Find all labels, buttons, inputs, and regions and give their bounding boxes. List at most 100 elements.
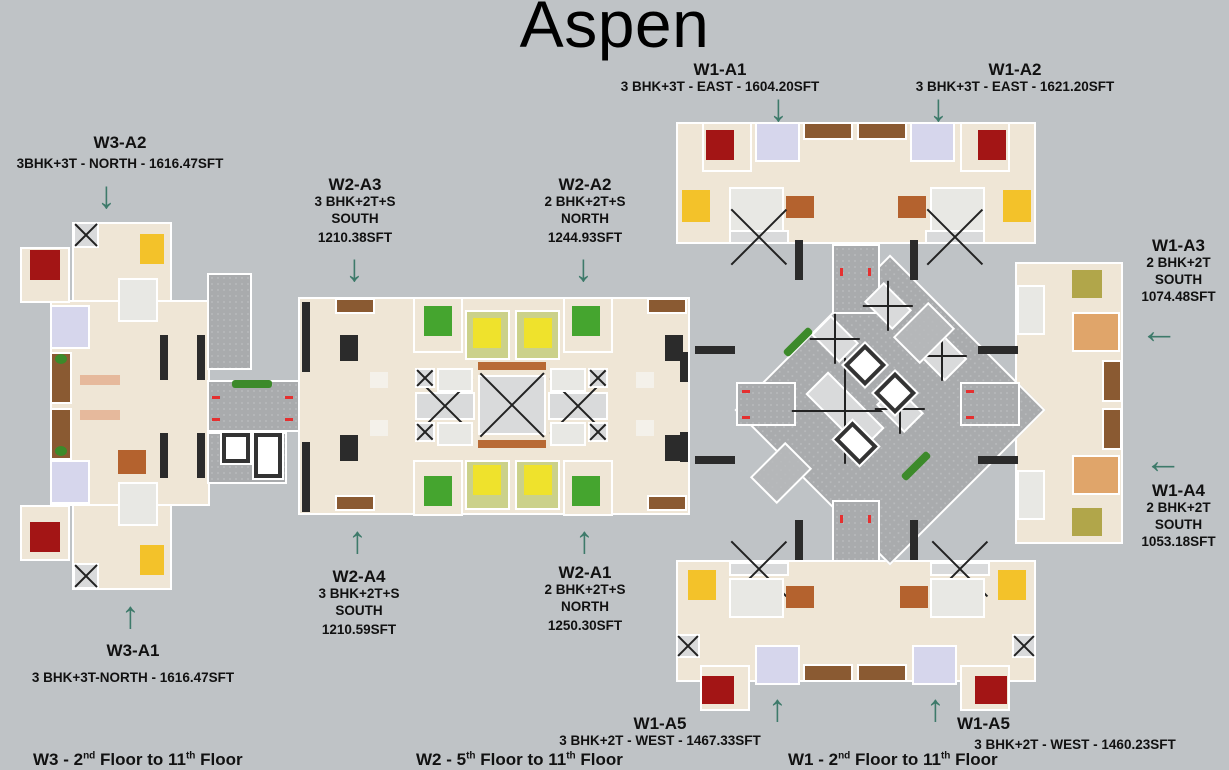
unit-code: W1-A5 — [633, 714, 687, 733]
service-shaft — [415, 392, 475, 420]
bed-green — [572, 476, 600, 506]
arrow-down-icon: ↓ — [929, 88, 948, 130]
unit-spec: 3 BHK+3T - EAST - 1621.20SFT — [915, 79, 1115, 95]
wing-sup: th — [466, 750, 476, 762]
balcony — [857, 122, 907, 140]
unit-label-w2-a4: W2-A4 3 BHK+2T+S SOUTH 1210.59SFT — [304, 567, 414, 637]
service-shaft — [676, 634, 700, 658]
unit-label-w3-a2: W3-A2 3BHK+3T - NORTH - 1616.47SFT — [0, 133, 240, 171]
arrow-up-icon: ↑ — [768, 688, 787, 730]
wing-text: Floor to 11 — [95, 750, 186, 769]
exit-arrow — [742, 416, 750, 419]
service-shaft — [548, 392, 608, 420]
bathroom — [437, 422, 473, 446]
dining-table — [900, 586, 928, 608]
exit-arrow — [840, 515, 843, 523]
bed-red — [702, 676, 734, 704]
dining-table — [786, 586, 814, 608]
corridor-right — [960, 382, 1020, 426]
kids-room — [1072, 455, 1120, 495]
arrow-up-icon: ↑ — [348, 520, 367, 562]
armchair — [340, 435, 358, 461]
arrow-up-icon: ↑ — [926, 688, 945, 730]
bed-olive — [1072, 270, 1102, 298]
unit-code: W2-A1 — [558, 563, 612, 582]
bathroom — [118, 278, 158, 322]
duct — [415, 368, 435, 388]
unit-label-w1-a5-left: W1-A5 3 BHK+2T - WEST - 1467.33SFT — [530, 714, 790, 748]
arrow-down-icon: ↓ — [769, 88, 788, 130]
dining-table — [636, 372, 654, 388]
exit-arrow — [868, 268, 871, 276]
study — [50, 460, 90, 504]
kitchen-counter — [910, 520, 918, 560]
unit-label-w1-a1: W1-A1 3 BHK+3T - EAST - 1604.20SFT — [600, 60, 840, 94]
bed-red — [30, 522, 60, 552]
unit-label-w2-a1: W2-A1 2 BHK+2T+S NORTH 1250.30SFT — [530, 563, 640, 633]
arrow-up-icon: ↑ — [575, 520, 594, 562]
wing-sup: th — [566, 750, 576, 762]
unit-spec: 2 BHK+2T+S — [544, 582, 626, 598]
wardrobe — [478, 440, 546, 448]
balcony — [1102, 360, 1122, 402]
unit-label-w3-a1: W3-A1 3 BHK+3T-NORTH - 1616.47SFT — [0, 641, 266, 685]
bathroom — [118, 482, 158, 526]
bathroom — [1017, 285, 1045, 335]
wing-text: W3 - 2 — [33, 750, 84, 769]
unit-code: W1-A1 — [693, 60, 747, 79]
plant — [55, 446, 67, 456]
bed-yellow — [688, 570, 716, 600]
unit-label-w1-a5-right: W1-A5 3 BHK+2T - WEST - 1460.23SFT — [945, 714, 1205, 752]
wardrobe — [478, 362, 546, 370]
unit-area: 1210.59SFT — [321, 622, 397, 638]
wing-caption-w2: W2 - 5th Floor to 11th Floor — [416, 750, 623, 770]
unit-label-w1-a2: W1-A2 3 BHK+3T - EAST - 1621.20SFT — [890, 60, 1140, 94]
arrow-up-icon: ↑ — [121, 595, 140, 637]
unit-spec: 3 BHK+2T - WEST - 1467.33SFT — [559, 733, 761, 749]
armchair — [665, 335, 683, 361]
kitchen-counter — [910, 240, 918, 280]
unit-label-w2-a3: W2-A3 3 BHK+2T+S SOUTH 1210.38SFT — [300, 175, 410, 245]
wing-caption-w1: W1 - 2nd Floor to 11th Floor — [788, 750, 998, 770]
bed-yellow — [473, 318, 501, 348]
kitchen-counter — [680, 432, 688, 462]
bathroom — [550, 422, 586, 446]
bed-yellow — [524, 465, 552, 495]
service-shaft — [930, 562, 990, 576]
balcony — [803, 122, 853, 140]
kitchen-counter — [302, 442, 310, 512]
bed-red — [975, 676, 1007, 704]
wing-text: Floor — [195, 750, 243, 769]
bathroom — [930, 578, 985, 618]
wing-text: Floor — [950, 750, 998, 769]
unit-facing: SOUTH — [335, 603, 383, 619]
study — [755, 645, 800, 685]
exit-arrow — [868, 515, 871, 523]
unit-spec: 2 BHK+2T — [1146, 500, 1211, 516]
unit-facing: SOUTH — [1154, 517, 1203, 533]
unit-area: 1244.93SFT — [547, 230, 623, 246]
kitchen-counter — [695, 346, 735, 354]
bathroom — [729, 578, 784, 618]
service-shaft — [73, 563, 99, 589]
unit-spec: 3 BHK+3T-NORTH - 1616.47SFT — [31, 670, 235, 686]
service-shaft — [729, 230, 789, 244]
bed-green — [424, 476, 452, 506]
exit-arrow — [285, 396, 293, 399]
kitchen-counter — [160, 433, 168, 478]
unit-area: 1053.18SFT — [1141, 534, 1216, 550]
wing-text: Floor to 11 — [475, 750, 567, 769]
unit-code: W1-A5 — [957, 714, 1010, 733]
kitchen-counter — [695, 456, 735, 464]
dining-table — [898, 196, 926, 218]
bathroom — [437, 368, 473, 392]
unit-area: 1074.48SFT — [1141, 289, 1216, 305]
bathroom — [1017, 470, 1045, 520]
unit-label-w2-a2: W2-A2 2 BHK+2T+S NORTH 1244.93SFT — [530, 175, 640, 245]
study — [50, 305, 90, 349]
balcony — [857, 664, 907, 682]
unit-label-w1-a3: W1-A3 2 BHK+2T SOUTH 1074.48SFT — [1128, 236, 1229, 304]
unit-spec: 3 BHK+3T - EAST - 1604.20SFT — [620, 79, 820, 95]
balcony — [50, 352, 72, 404]
unit-facing: NORTH — [561, 599, 609, 615]
